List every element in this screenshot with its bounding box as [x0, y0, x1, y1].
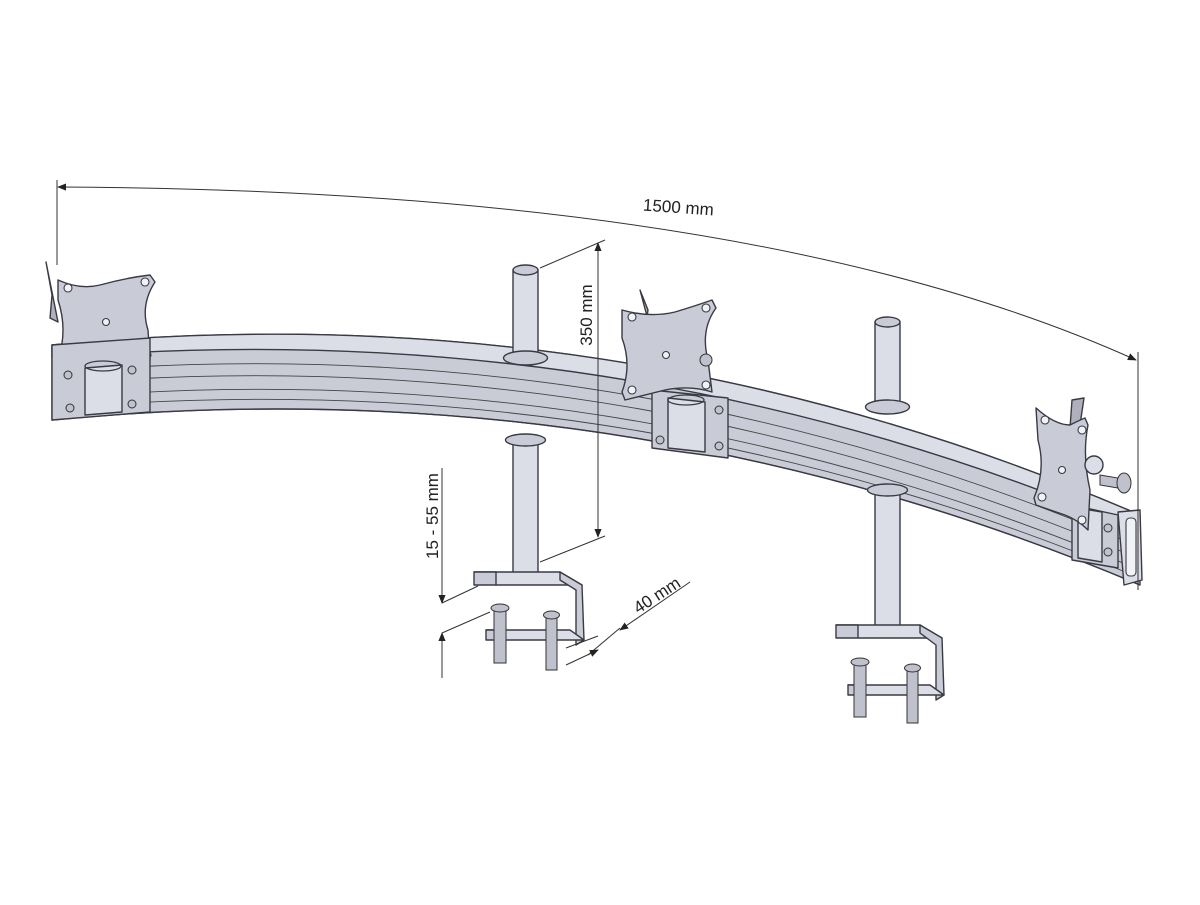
- desk-clamp-left: [473, 571, 585, 671]
- curved-crossbar: [51, 333, 1141, 586]
- clamp-depth-label: 40 mm: [630, 573, 684, 617]
- desk-clamp-right: [835, 624, 945, 724]
- vesa-plate-right: [1033, 397, 1132, 531]
- carriage-left: [51, 337, 151, 421]
- dimension-clamp-depth: 40 mm: [565, 573, 691, 666]
- dimension-pole-height: 350 mm: [539, 239, 606, 563]
- width-label: 1500 mm: [642, 196, 714, 220]
- dimension-overall-width: 1500 mm: [56, 180, 1139, 590]
- pole-height-label: 350 mm: [577, 284, 596, 345]
- vesa-plate-center: [621, 289, 717, 401]
- desk-thickness-label: 15 - 55 mm: [423, 473, 442, 559]
- carriage-center: [651, 389, 729, 459]
- dimension-desk-thickness: 15 - 55 mm: [423, 468, 491, 678]
- crossbar-end-cap: [1117, 509, 1143, 586]
